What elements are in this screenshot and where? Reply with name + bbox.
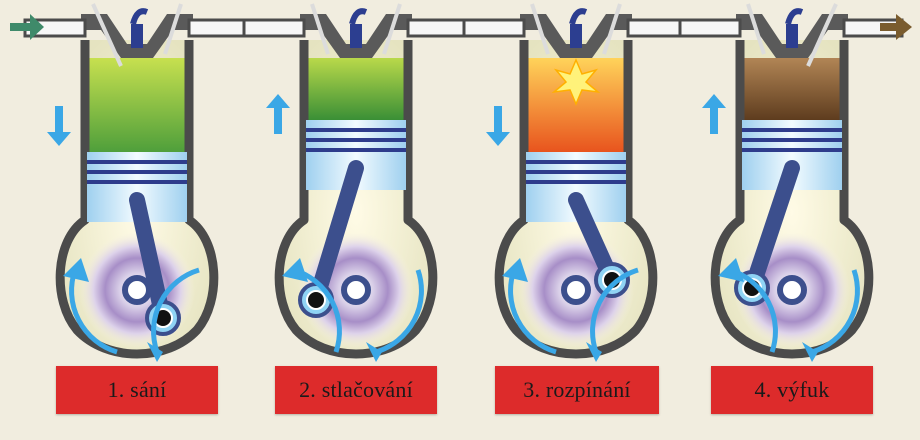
spark-plug-cap (572, 11, 586, 24)
exhaust-port (628, 20, 686, 36)
piston-ring (742, 138, 842, 142)
stroke-label-compression: 2. stlačování (275, 366, 437, 414)
stroke-label-power: 3. rozpínání (495, 366, 659, 414)
piston-ring (526, 160, 626, 164)
intake-port (680, 20, 740, 36)
spark-plug-cap (352, 11, 366, 24)
piston-ring (87, 170, 187, 174)
exhaust-port (408, 20, 466, 36)
crankshaft (780, 278, 804, 302)
crank-pin (307, 291, 325, 309)
spark-plug-cap (133, 11, 147, 24)
arrow-up-icon (266, 94, 290, 108)
intake-port (244, 20, 304, 36)
intake-arrow-shaft (10, 23, 32, 31)
exhaust-arrow-shaft (880, 23, 898, 31)
spark-plug (131, 24, 143, 48)
piston-ring (526, 180, 626, 184)
cylinder-power (464, 4, 686, 362)
piston-ring (87, 180, 187, 184)
piston-ring (306, 138, 406, 142)
crankshaft (344, 278, 368, 302)
combustion-chamber (740, 58, 844, 120)
piston-ring (306, 128, 406, 132)
piston-direction-shaft (494, 106, 502, 134)
stroke-label-exhaust: 4. výfuk (711, 366, 873, 414)
spark-plug-cap (788, 11, 802, 24)
arrow-right-icon (896, 14, 912, 40)
intake-port (464, 20, 524, 36)
combustion-chamber (304, 58, 408, 120)
piston-direction-shaft (274, 106, 282, 134)
piston-ring (742, 148, 842, 152)
piston-ring (742, 128, 842, 132)
spark-plug (786, 24, 798, 48)
piston-direction-shaft (55, 106, 63, 134)
arrow-down-icon (486, 132, 510, 146)
cylinder-compression (244, 4, 466, 362)
combustion-chamber (85, 58, 189, 152)
piston-ring (87, 160, 187, 164)
cylinder-intake (25, 4, 247, 362)
stroke-label-intake: 1. sání (56, 366, 218, 414)
arrow-up-icon (702, 94, 726, 108)
crankshaft (125, 278, 149, 302)
crankshaft (564, 278, 588, 302)
spark-plug (570, 24, 582, 48)
piston-ring (306, 148, 406, 152)
spark-plug (350, 24, 362, 48)
cylinder-exhaust (680, 4, 902, 362)
piston-ring (526, 170, 626, 174)
arrow-down-icon (47, 132, 71, 146)
exhaust-port (189, 20, 247, 36)
piston-direction-shaft (710, 106, 718, 134)
